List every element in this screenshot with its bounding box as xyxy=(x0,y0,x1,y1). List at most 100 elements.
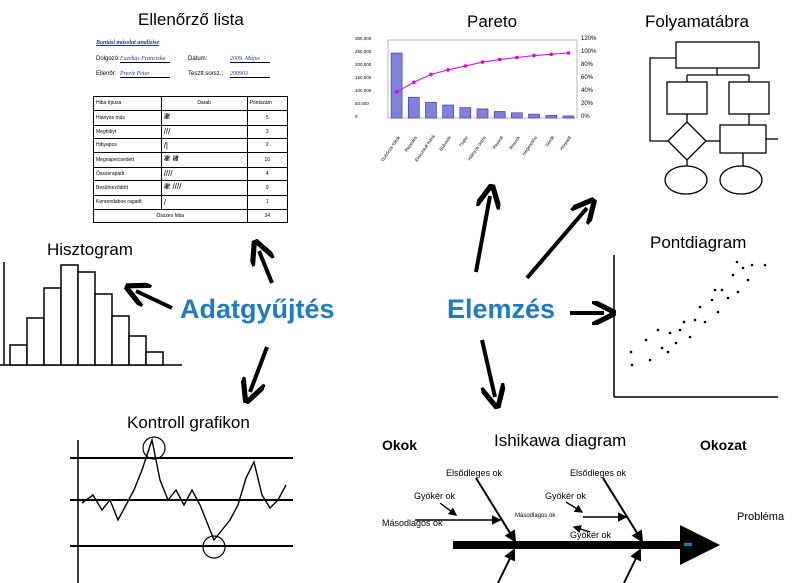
value-inspector: Precíz Péter xyxy=(120,71,170,78)
pareto-cumulative-point xyxy=(446,68,450,72)
pareto-cumulative-point xyxy=(429,72,433,77)
pareto-title: Pareto xyxy=(467,12,518,31)
table-row: Meghibyt///3 xyxy=(93,124,289,139)
scatter-point xyxy=(656,328,660,332)
problema-label: Probléma xyxy=(737,511,785,523)
scatter-point xyxy=(703,320,707,324)
label-worker: Dolgozó: xyxy=(96,56,120,62)
value-batch: 200903 xyxy=(230,71,270,78)
pareto-cumulative-point xyxy=(515,55,519,60)
value-date: 2009. Május xyxy=(230,56,270,63)
scatter-point xyxy=(726,296,730,300)
okozat-label: Okozat xyxy=(700,437,747,453)
label-inspector: Ellenőr: xyxy=(96,71,117,77)
scatter-point xyxy=(736,290,740,294)
label-date: Dátum: xyxy=(188,56,208,62)
scatter-point xyxy=(698,305,702,309)
total-value: 34 xyxy=(246,208,289,223)
scatter-point xyxy=(648,358,652,362)
table-row: Összerapadt////4 xyxy=(93,166,289,181)
central-elemzes: Elemzés xyxy=(447,294,556,324)
checklist-title: Ellenőrző lista xyxy=(138,10,244,29)
arrow-to-checklist xyxy=(259,251,272,284)
pareto-right-tick: 60% xyxy=(581,75,594,81)
scatter-point xyxy=(713,288,717,292)
pareto-left-tick: 50,000 xyxy=(355,101,369,106)
pareto-bar xyxy=(407,96,420,119)
scatter-point xyxy=(735,260,739,264)
pareto-right-tick: 20% xyxy=(581,101,594,107)
scatter-point xyxy=(710,298,714,302)
scatter-point xyxy=(630,363,634,367)
scatter-point xyxy=(731,273,735,277)
checklist-header-row: Hiba típusa Darab Pontszám xyxy=(93,96,289,111)
scatter-point xyxy=(746,278,750,282)
pareto-left-tick: 0 xyxy=(355,114,358,119)
histogram-title: Hisztogram xyxy=(47,240,133,259)
scatter-point xyxy=(688,335,692,339)
arrow-to-pareto xyxy=(474,196,490,273)
label-batch: Tesztt sorsz.: xyxy=(188,71,224,77)
pareto-right-tick: 120% xyxy=(581,36,597,42)
central-adatgyujtes: Adatgyűjtés xyxy=(180,294,335,324)
scatter-point xyxy=(741,266,745,270)
pareto-cumulative-point xyxy=(480,60,485,64)
pareto-bar xyxy=(528,113,540,119)
scatter-point xyxy=(644,338,648,342)
elsodleges-label-1: Elsődleges ok xyxy=(446,468,503,478)
pareto-right-tick: 80% xyxy=(581,62,594,68)
pareto-left-tick: 200,000 xyxy=(355,62,372,67)
flow-title: Folyamatábra xyxy=(645,12,749,31)
pareto-bar xyxy=(425,102,437,119)
arrow-to-flow xyxy=(525,208,587,280)
pareto-cumulative-point xyxy=(394,90,399,94)
scatter-point xyxy=(682,320,686,324)
checklist-header: Bontási másolat analízise xyxy=(96,40,160,46)
elsodleges-label-2: Elsődleges ok xyxy=(570,468,627,478)
scatter-point xyxy=(720,288,724,292)
scatter-point xyxy=(678,328,682,332)
pareto-bar xyxy=(562,115,575,119)
scatter-title: Pontdiagram xyxy=(650,233,747,252)
row-score: 9 xyxy=(246,180,289,196)
pareto-right-tick: 40% xyxy=(581,88,594,94)
gyoker-label-1: Gyökér ok xyxy=(414,491,456,501)
pareto-bar xyxy=(476,108,489,119)
pareto-bar xyxy=(459,107,472,119)
pareto-right-tick: 0% xyxy=(581,114,590,120)
arrow-to-control xyxy=(250,346,269,392)
masodlagos-label-2: Másodlagos ok xyxy=(515,513,556,519)
scatter-point xyxy=(629,350,633,354)
scatter-point xyxy=(666,350,670,354)
row-score: 10 xyxy=(246,151,289,168)
arrow-to-ishikawa xyxy=(480,339,495,397)
pareto-cumulative-point xyxy=(497,57,502,62)
checklist-total-row: Összes hiba 34 xyxy=(93,208,289,223)
row-score: 5 xyxy=(246,109,289,126)
pareto-left-tick: 250,000 xyxy=(355,49,372,54)
pareto-bar xyxy=(493,111,506,119)
pareto-cumulative-point xyxy=(463,64,468,68)
scatter-point xyxy=(668,331,672,335)
arrow-to-histogram xyxy=(136,291,173,310)
gyoker-label-2: Gyökér ok xyxy=(545,491,587,501)
pareto-cumulative-point xyxy=(566,51,571,55)
control-title: Kontroll grafikon xyxy=(127,413,250,432)
pareto-right-tick: 100% xyxy=(581,49,597,55)
pareto-plot xyxy=(387,39,578,119)
scatter-point xyxy=(674,341,678,345)
row-type: Megnapecisedett xyxy=(93,151,162,168)
pareto-cumulative-point xyxy=(549,52,554,57)
pareto-cumulative-point xyxy=(532,53,536,58)
